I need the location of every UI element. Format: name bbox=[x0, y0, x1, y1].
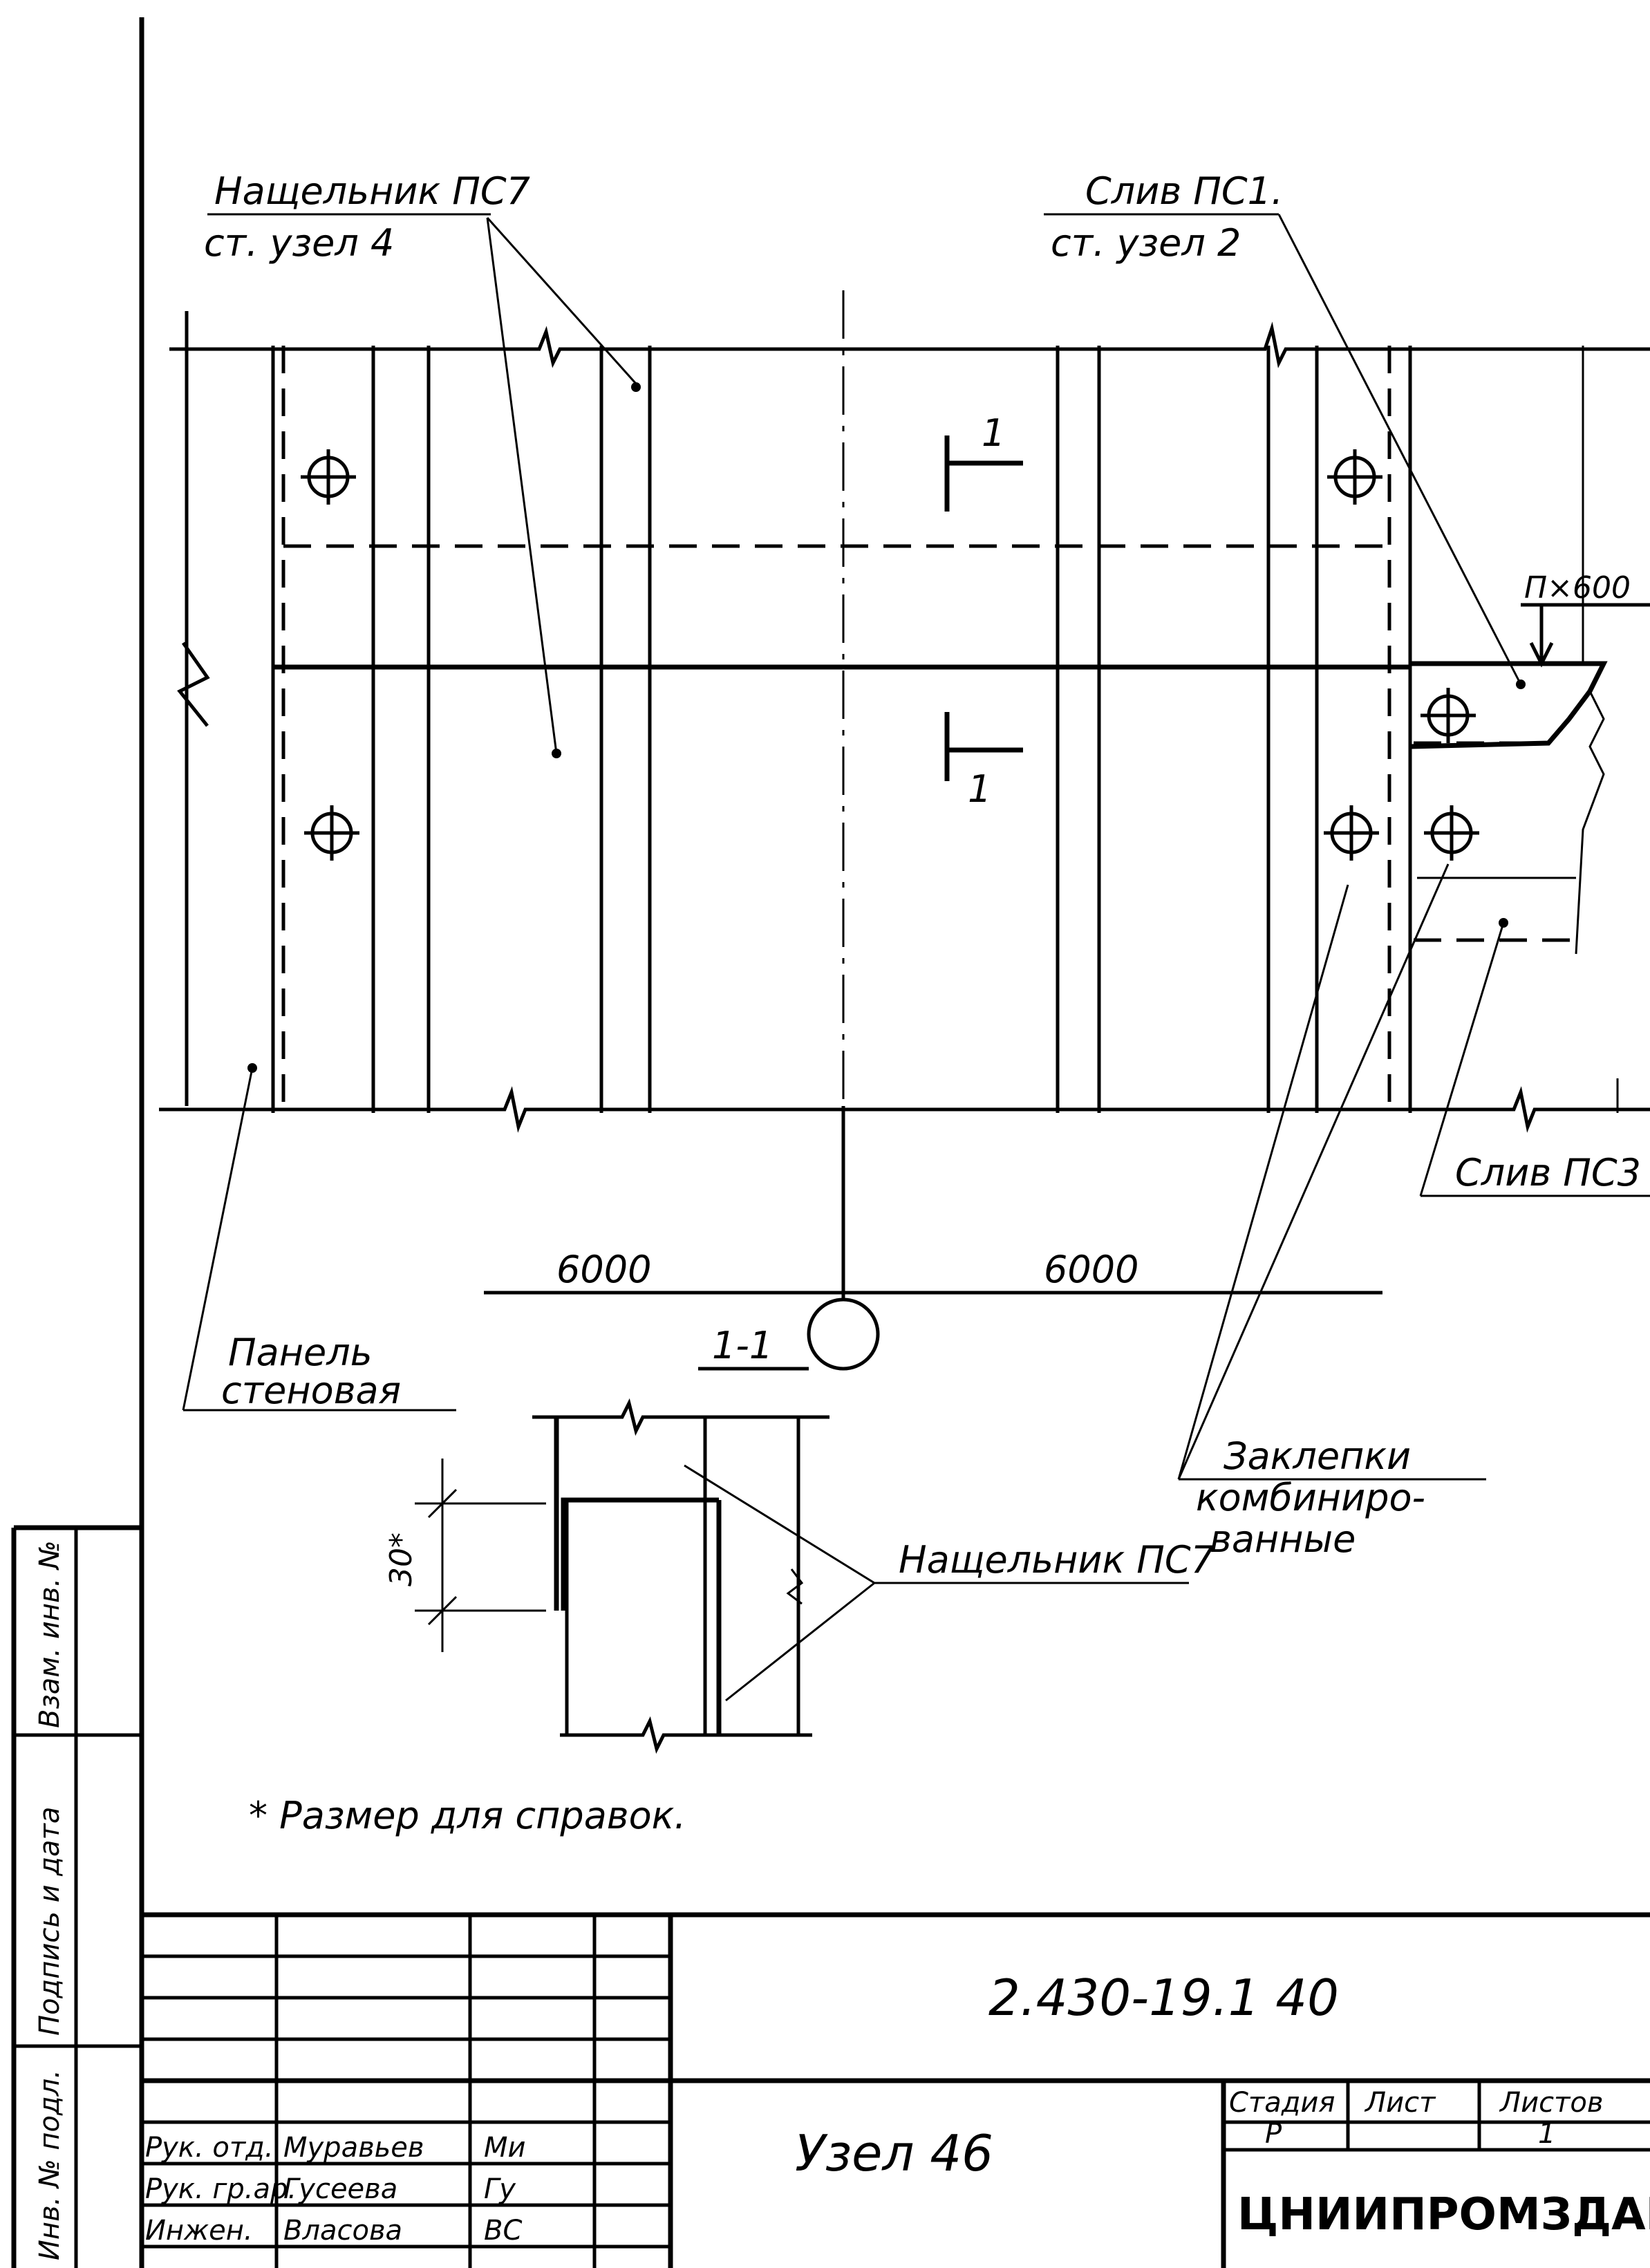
section-mark-bottom: 1 bbox=[968, 767, 991, 811]
side-inv-podl: Инв. № подл. bbox=[34, 2070, 66, 2260]
dim-tick bbox=[427, 1595, 458, 1626]
label-size-n600: П×600 bbox=[1524, 570, 1631, 606]
rivet bbox=[1424, 805, 1479, 861]
leader-line bbox=[1277, 214, 1522, 685]
leader-line bbox=[725, 1582, 875, 1702]
title-block bbox=[142, 1912, 1650, 2268]
dim-arrow-head bbox=[1529, 641, 1554, 668]
stage-value: Р bbox=[1265, 2118, 1282, 2150]
label-st-uzel-2: ст. узел 2 bbox=[1051, 221, 1241, 265]
tb-sign: Ми bbox=[484, 2132, 526, 2164]
section-bottom-break bbox=[560, 1716, 812, 1754]
doc-number: 2.430-19.1 40 bbox=[988, 1969, 1339, 2027]
footnote: * Размер для справок. bbox=[249, 1794, 686, 1837]
sheet-name: Узел 46 bbox=[795, 2124, 993, 2182]
tb-name: Гусеева bbox=[283, 2173, 397, 2205]
section-title: 1-1 bbox=[712, 1324, 773, 1367]
flashing-break-line bbox=[1575, 691, 1605, 955]
label-nashchelnik-top: Нащельник ПС7 bbox=[214, 169, 530, 213]
tb-role: Инжен. bbox=[145, 2215, 253, 2247]
section-cut-bottom bbox=[944, 712, 1023, 781]
tb-name: Власова bbox=[283, 2215, 402, 2247]
leader-line bbox=[1177, 884, 1349, 1480]
label-nashchelnik-section: Нащельник ПС7 bbox=[899, 1538, 1215, 1582]
plan-view bbox=[159, 213, 1650, 1481]
sheet-header: Лист bbox=[1364, 2087, 1436, 2119]
tb-role: Рук. отд. bbox=[145, 2132, 274, 2164]
leader-line bbox=[1419, 922, 1505, 1197]
bottom-break-line bbox=[159, 1086, 1650, 1133]
leader-line bbox=[182, 1067, 254, 1411]
dim-left: 6000 bbox=[556, 1248, 651, 1291]
section-top-break bbox=[532, 1398, 829, 1436]
stage-header: Стадия bbox=[1229, 2087, 1335, 2119]
leader-line bbox=[1177, 863, 1450, 1480]
leader-dot bbox=[1499, 918, 1508, 928]
rivet bbox=[1327, 449, 1382, 505]
side-stamp bbox=[11, 1525, 142, 2268]
leader-line bbox=[486, 216, 637, 385]
section-cut-top bbox=[944, 435, 1023, 512]
sheet-value: 1 bbox=[1538, 2118, 1555, 2150]
left-break-symbol bbox=[177, 641, 210, 727]
section-1-1 bbox=[415, 1367, 1189, 1754]
side-podpis-data: Подпись и дата bbox=[34, 1807, 66, 2036]
label-panel-line1: Панель bbox=[228, 1331, 373, 1374]
label-st-uzel-4: ст. узел 4 bbox=[204, 221, 394, 265]
tb-sign: Гу bbox=[484, 2173, 516, 2205]
tb-name: Муравьев bbox=[283, 2132, 424, 2164]
organization: ЦНИИПРОМЗДАНИЙ bbox=[1237, 2188, 1650, 2240]
tb-sign: ВС bbox=[484, 2215, 522, 2247]
axis-marker-circle bbox=[807, 1297, 880, 1371]
dim-tick bbox=[427, 1488, 458, 1519]
dim-30: 30* bbox=[384, 1533, 419, 1586]
label-slov-pc3: Слив ПС3 bbox=[1455, 1151, 1641, 1194]
top-break-line bbox=[169, 321, 1650, 368]
side-vzam-inv: Взам. инв. № bbox=[34, 1540, 66, 1728]
leader-dot bbox=[247, 1063, 257, 1073]
leader-line bbox=[486, 217, 558, 754]
dim-right: 6000 bbox=[1044, 1248, 1138, 1291]
label-panel-line2: стеновая bbox=[221, 1369, 401, 1412]
rivet bbox=[301, 449, 356, 505]
leader-dot bbox=[631, 382, 641, 392]
rivet bbox=[1324, 805, 1379, 861]
tb-role: Рук. гр.ар. bbox=[145, 2173, 297, 2205]
rivet bbox=[1421, 688, 1476, 743]
section-profile bbox=[561, 1497, 719, 1611]
rivet bbox=[304, 805, 359, 861]
leader-dot bbox=[1516, 680, 1526, 689]
label-slov-pc1: Слив ПС1. bbox=[1085, 169, 1283, 213]
section-break-symbol bbox=[786, 1568, 804, 1605]
sheets-header: Листов bbox=[1499, 2087, 1603, 2119]
leader-line bbox=[684, 1464, 875, 1584]
leader-dot bbox=[552, 749, 561, 758]
label-zaklepki-line3: ванные bbox=[1210, 1517, 1356, 1561]
label-zaklepki-line1: Заклепки bbox=[1224, 1434, 1411, 1478]
section-mark-top: 1 bbox=[982, 411, 1005, 455]
label-zaklepki-line2: комбиниро- bbox=[1196, 1476, 1425, 1519]
